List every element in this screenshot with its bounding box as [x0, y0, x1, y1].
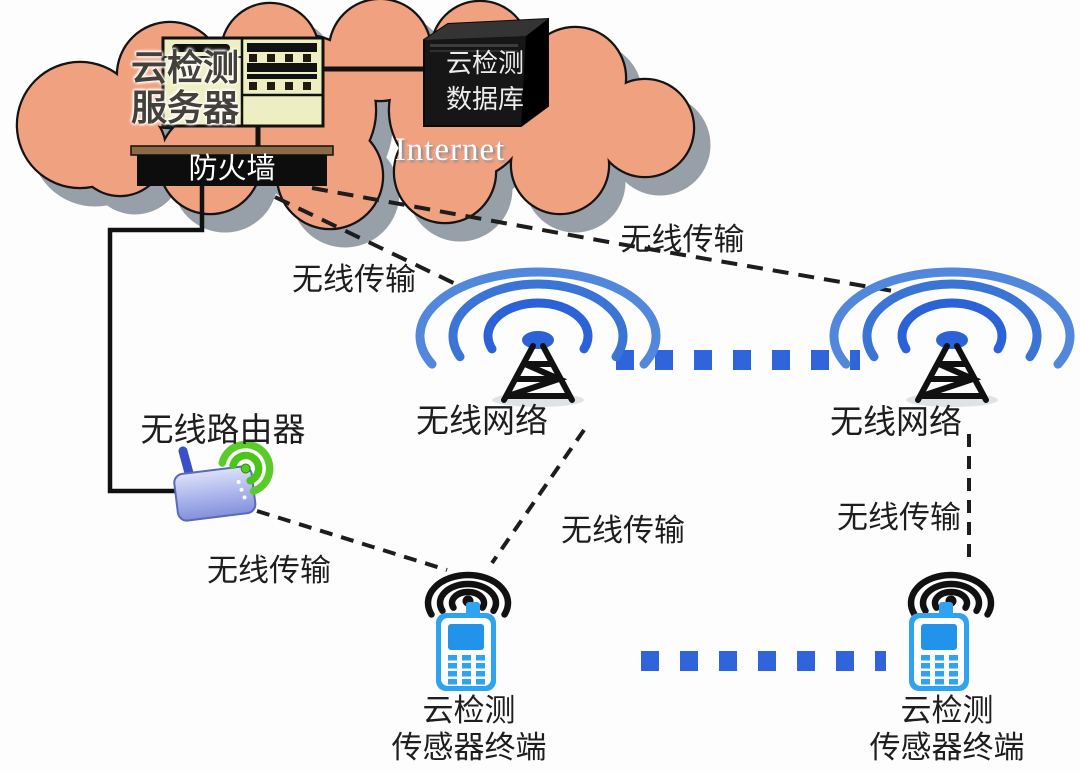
firewall-label: 防火墙: [188, 153, 276, 185]
terminal-left-label-line1: 云检测: [422, 693, 516, 728]
router-antenna: [178, 446, 194, 478]
terminal-right-label-line2: 传感器终端: [869, 730, 1025, 765]
terminal-right-icon: [909, 602, 969, 691]
router-signal-icon: [218, 440, 274, 495]
network-label-right: 无线网络: [830, 405, 962, 441]
link-firewall-router: [107, 186, 205, 494]
internet-cloud: [18, 0, 708, 245]
link-cloud-tower-right: [311, 186, 894, 293]
terminal-right-label: 云检测 传感器终端: [852, 692, 1042, 766]
transmission-label-cloud-tower-left: 无线传输: [292, 262, 416, 297]
base-station-left-icon: [420, 272, 656, 407]
server-label: 云检测 服务器: [126, 48, 244, 128]
internet-label: Internet: [394, 132, 506, 168]
transmission-label-tower-terminal-right: 无线传输: [837, 500, 961, 535]
wired-links: [107, 66, 428, 494]
cloud-database-icon: [423, 17, 549, 127]
cloud-body: [18, 0, 693, 228]
link-tower-terminal-mid: [490, 428, 586, 565]
terminal-right-label-line1: 云检测: [900, 693, 994, 728]
base-station-right-icon: [834, 272, 1070, 407]
cloud-server-icon: [161, 36, 325, 128]
terminal-left-icon: [436, 602, 496, 691]
terminal-left-label: 云检测 传感器终端: [374, 692, 564, 766]
router-label: 无线路由器: [140, 413, 306, 449]
database-label-line2: 数据库: [445, 85, 524, 114]
wireless-links: [256, 186, 971, 572]
wireless-router-icon: [173, 440, 274, 522]
transmission-label-tower-terminal-mid: 无线传输: [561, 513, 685, 548]
backbone-links: [616, 350, 886, 671]
database-label-line1: 云检测: [445, 49, 524, 78]
transmission-label-router-terminal: 无线传输: [207, 553, 331, 588]
firewall-icon: [130, 145, 334, 186]
link-router-terminal: [256, 509, 448, 572]
server-label-line2: 服务器: [130, 88, 239, 128]
terminal-left-label-line2: 传感器终端: [391, 730, 547, 765]
server-label-line1: 云检测: [130, 48, 239, 88]
network-label-left: 无线网络: [416, 404, 548, 440]
transmission-label-cloud-tower-right: 无线传输: [620, 222, 745, 257]
link-cloud-tower-left: [274, 195, 467, 291]
database-label: 云检测 数据库: [430, 46, 540, 118]
